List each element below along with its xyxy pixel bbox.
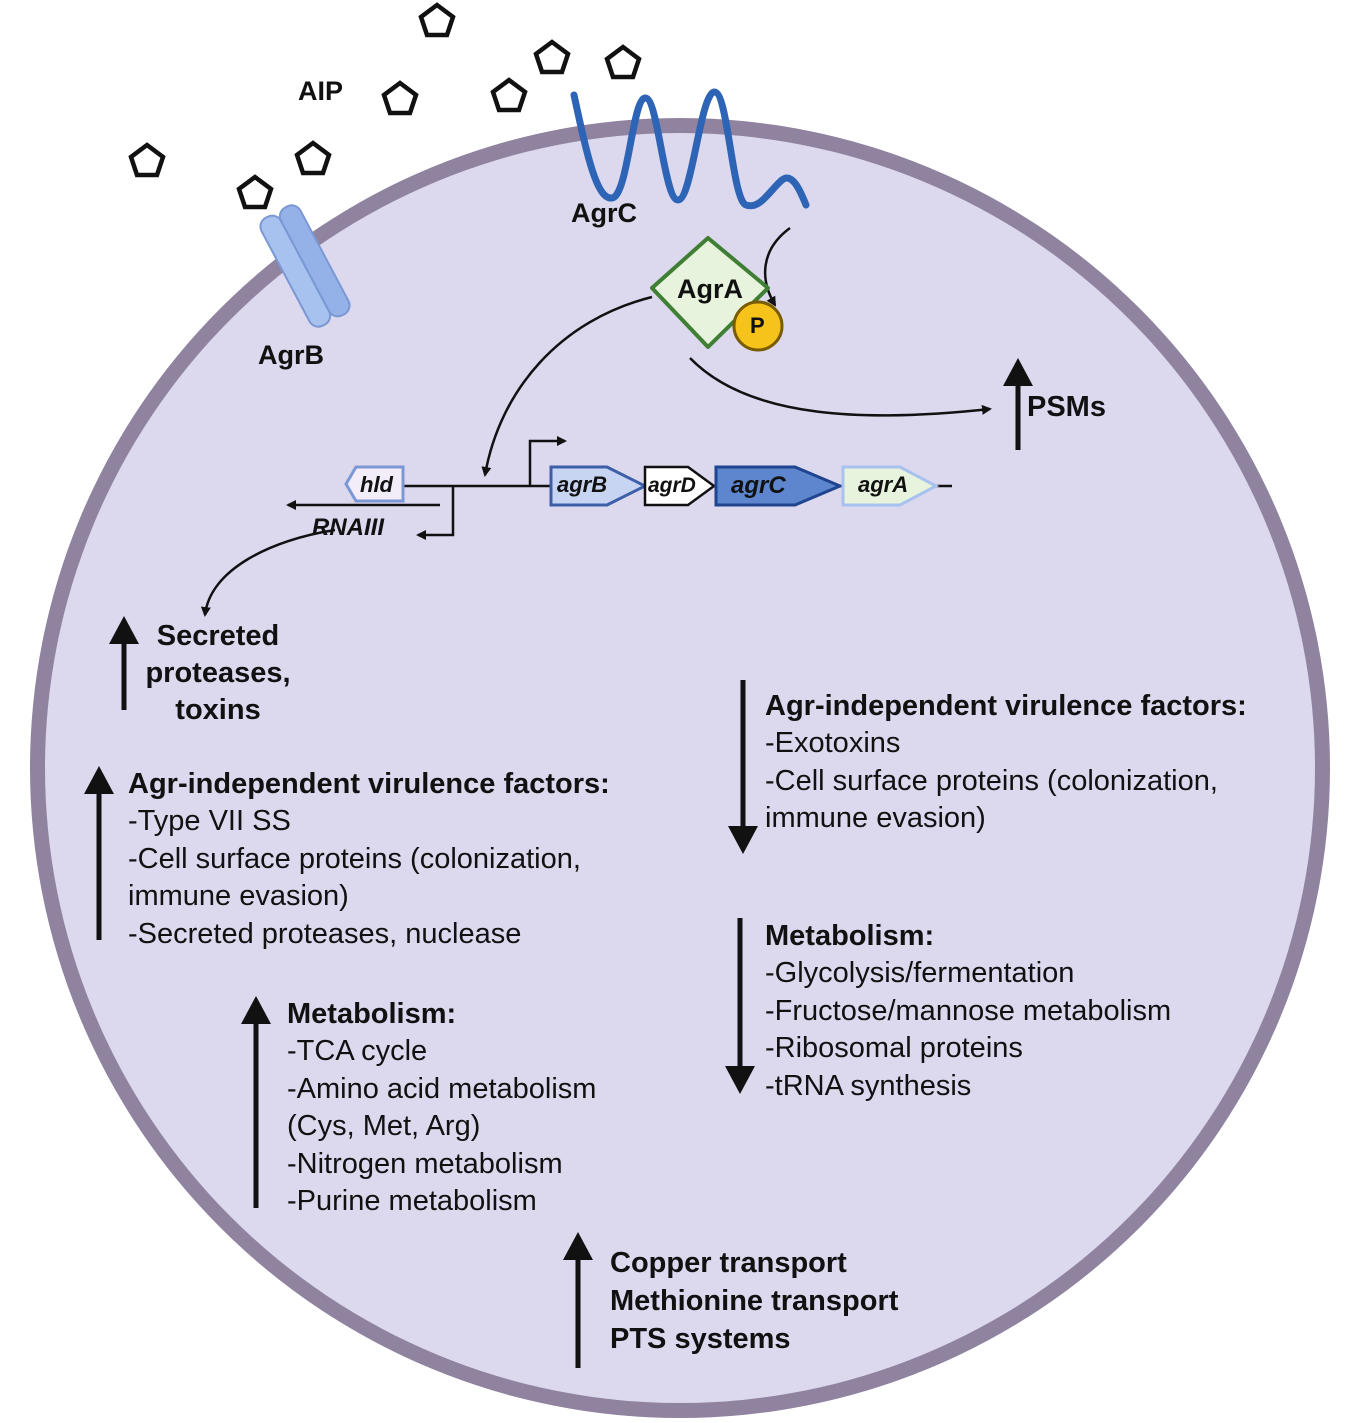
down-metabolism-list: -Glycolysis/fermentation -Fructose/manno… — [765, 955, 1171, 1105]
phosphate-label: P — [750, 313, 765, 338]
list-item: -Ribosomal proteins — [765, 1032, 1023, 1064]
secreted-line: proteases, — [145, 657, 291, 689]
list-item: -Secreted proteases, nuclease — [128, 917, 522, 950]
list-item: -Exotoxins — [765, 727, 901, 759]
agra-gene-icon — [841, 465, 940, 507]
up-arrow-metabolism — [241, 996, 271, 1208]
up-arrow-psms — [1003, 358, 1033, 450]
agrd-gene-label: agrD — [648, 474, 696, 497]
up-arrow-virulence — [84, 766, 114, 940]
list-item: -Amino acid metabolism — [287, 1072, 597, 1105]
up-metabolism-block: Metabolism: -TCA cycle -Amino acid metab… — [287, 996, 596, 1221]
psms-label: PSMs — [1027, 391, 1106, 423]
up-virulence-block: Agr-independent virulence factors: -Type… — [128, 766, 610, 953]
list-item: immune evasion) — [765, 802, 986, 834]
list-item: -tRNA synthesis — [765, 1069, 972, 1102]
phosphorylation-arrow — [763, 226, 791, 307]
agrb-gene-icon — [549, 465, 649, 507]
down-metabolism-heading: Metabolism: — [765, 920, 935, 952]
list-item: -Type VII SS — [128, 805, 291, 837]
down-virulence-list: -Exotoxins -Cell surface proteins (colon… — [765, 725, 1247, 838]
aip-molecules — [128, 2, 642, 210]
agra-to-promoter-arrow — [481, 295, 653, 477]
aip-pentagon-icon — [604, 44, 642, 80]
agrd-gene-icon — [643, 465, 717, 507]
hld-gene-label: hld — [360, 472, 393, 497]
aip-pentagon-icon — [236, 174, 274, 210]
agrc-label: AgrC — [571, 198, 637, 228]
agra-gene-label: agrA — [858, 472, 909, 497]
list-item: -Cell surface proteins (colonization, — [765, 764, 1218, 797]
secreted-label: Secreted proteases, toxins — [138, 618, 298, 729]
down-virulence-heading: Agr-independent virulence factors: — [765, 690, 1247, 722]
aip-pentagon-icon — [128, 142, 166, 178]
down-arrow-metabolism — [725, 918, 755, 1094]
agra-label: AgrA — [677, 274, 743, 304]
list-item: (Cys, Met, Arg) — [287, 1110, 481, 1142]
agrc-gene-label: agrC — [731, 472, 786, 499]
up-metabolism-heading: Metabolism: — [287, 998, 457, 1030]
aip-pentagon-icon — [294, 140, 332, 176]
agrb-gene-label: agrB — [557, 472, 608, 497]
hld-gene-icon — [344, 465, 405, 503]
aip-pentagon-icon — [490, 77, 528, 113]
list-item: -Purine metabolism — [287, 1185, 537, 1217]
cell-cytoplasm — [45, 133, 1315, 1403]
up-metabolism-list: -TCA cycle -Amino acid metabolism (Cys, … — [287, 1033, 596, 1221]
aip-label: AIP — [298, 76, 344, 106]
list-item: Copper transport — [610, 1247, 847, 1279]
list-item: Methionine transport — [610, 1285, 899, 1317]
rnaiii-label: RNAIII — [312, 514, 384, 541]
rnaiii-to-secreted-arrow — [200, 528, 336, 617]
agrb-label: AgrB — [258, 340, 324, 370]
up-arrow-secreted — [109, 616, 139, 710]
aip-pentagon-icon — [418, 2, 456, 38]
up-virulence-heading: Agr-independent virulence factors: — [128, 768, 610, 800]
promoter-p3-icon — [416, 486, 455, 540]
list-item: -Cell surface proteins (colonization, — [128, 842, 581, 875]
agrb-channel-icon — [259, 204, 351, 328]
down-metabolism-block: Metabolism: -Glycolysis/fermentation -Fr… — [765, 918, 1171, 1105]
down-virulence-block: Agr-independent virulence factors: -Exot… — [765, 688, 1247, 838]
list-item: -Glycolysis/fermentation — [765, 957, 1075, 989]
phosphate-icon — [732, 300, 784, 352]
secreted-line: toxins — [175, 694, 261, 726]
agra-diamond-icon — [650, 236, 770, 349]
list-item: -Nitrogen metabolism — [287, 1147, 563, 1180]
up-virulence-list: -Type VII SS -Cell surface proteins (col… — [128, 803, 610, 953]
list-item: immune evasion) — [128, 880, 349, 912]
agrc-receptor-icon — [570, 88, 810, 210]
list-item: -Fructose/mannose metabolism — [765, 994, 1172, 1027]
secreted-line: Secreted — [156, 620, 280, 652]
aip-pentagon-icon — [381, 80, 419, 116]
list-item: -TCA cycle — [287, 1035, 428, 1067]
transport-block: Copper transport Methionine transport PT… — [610, 1244, 898, 1358]
promoter-p2-icon — [528, 436, 567, 486]
agra-to-psms-arrow — [689, 357, 992, 417]
list-item: PTS systems — [610, 1323, 791, 1355]
down-arrow-virulence — [728, 680, 758, 854]
agrc-gene-icon — [714, 465, 844, 507]
aip-pentagon-icon — [533, 39, 571, 75]
up-arrow-transport — [563, 1232, 593, 1368]
